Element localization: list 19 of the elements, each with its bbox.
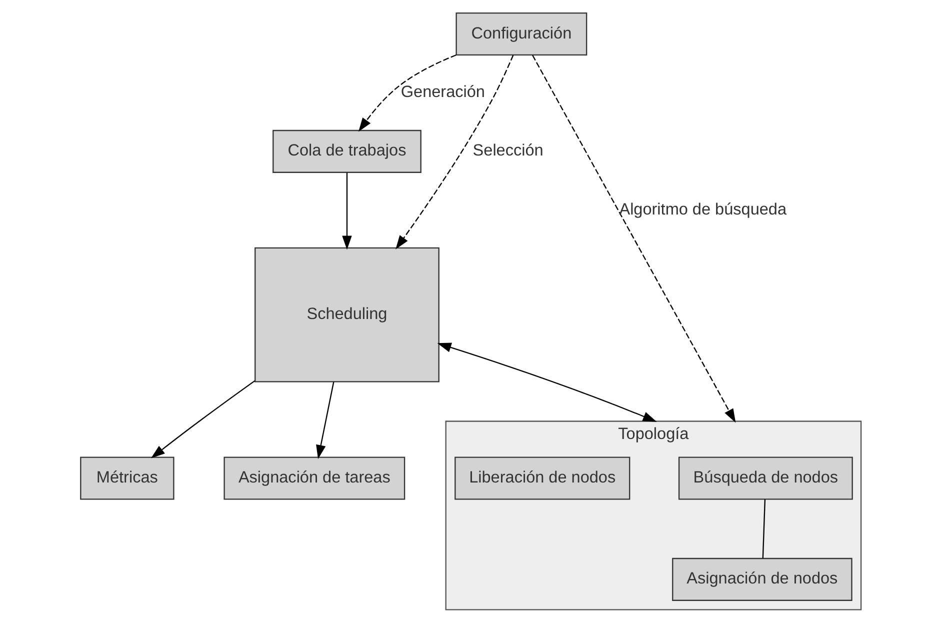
node-box: Métricas [80,456,174,500]
arrow [316,382,334,460]
node-box: Asignación de tareas [224,456,406,500]
node-box: Búsqueda de nodos [678,456,853,500]
node-box: Configuración [456,12,588,56]
arrow [342,172,352,250]
edge-label: Generación [400,83,485,101]
node-box: Asignación de nodos [672,558,852,601]
edge-label: Algoritmo de búsqueda [619,200,787,218]
arrow [396,54,514,250]
node-box: Scheduling [254,247,440,382]
arrow [532,54,736,423]
edge-label: Selección [472,142,544,160]
node-box: Cola de trabajos [272,130,422,173]
connector [762,499,766,558]
arrow [437,342,657,422]
node-box: Liberación de nodos [454,456,630,500]
arrow [358,54,456,132]
arrow [150,380,256,458]
